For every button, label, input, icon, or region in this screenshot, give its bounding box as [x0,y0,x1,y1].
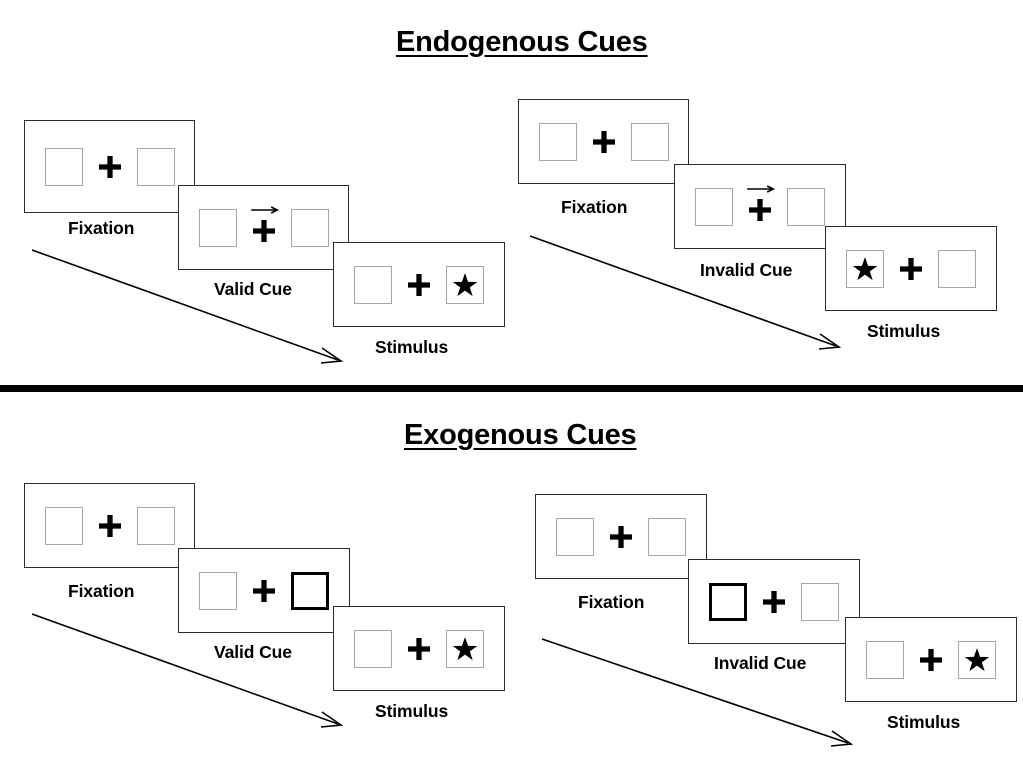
frame-exogenous-valid-stimulus [333,606,505,691]
star-icon [452,272,478,296]
frame-exogenous-invalid-stimulus [845,617,1017,702]
placeholder-box-right [787,187,825,226]
section-divider [0,385,1023,392]
frame-exogenous-valid-fixation [24,483,195,568]
caption-exogenous-invalid-fixation: Fixation [578,592,645,612]
star-icon [964,647,990,671]
caption-endogenous-valid-cue: Valid Cue [214,279,292,299]
frame-content [689,560,859,643]
fixation-cross-wrap [392,626,446,672]
placeholder-box-right [290,208,329,247]
caption-endogenous-invalid-fixation: Fixation [561,197,628,217]
frame-content [846,618,1016,701]
fixation-cross-wrap [733,184,787,230]
fixation-cross-icon [408,637,430,660]
placeholder-box-right-cued [291,571,329,610]
caption-endogenous-valid-fixation: Fixation [68,218,135,238]
frame-content [675,165,845,248]
arrow-right-cue-icon [250,205,279,214]
fixation-cross-icon [900,257,922,280]
frame-content [179,549,349,632]
caption-exogenous-valid-cue: Valid Cue [214,642,292,662]
section-title-exogenous: Exogenous Cues [404,419,637,451]
placeholder-box-left [556,517,594,556]
caption-exogenous-invalid-cue: Invalid Cue [714,653,807,673]
frame-content [334,243,504,326]
placeholder-box-left [354,629,392,668]
caption-endogenous-invalid-stimulus: Stimulus [867,321,941,341]
frame-content [179,186,348,269]
fixation-cross-icon [592,130,615,153]
arrow-right-cue-icon [747,184,775,193]
fixation-cross-icon [408,273,430,296]
fixation-cross-icon [763,590,785,613]
fixation-cross-wrap [747,579,801,625]
fixation-cross-icon [610,525,632,548]
star-icon [852,256,878,280]
frame-content [519,100,688,183]
fixation-cross-wrap [83,503,137,549]
frame-content [536,495,706,578]
frame-content [25,484,194,567]
placeholder-box-right [938,249,976,288]
placeholder-box-left [866,640,904,679]
placeholder-box-left-cued [709,582,747,621]
placeholder-box-right [801,582,839,621]
placeholder-box-left [44,147,83,186]
frame-endogenous-valid-stimulus [333,242,505,327]
placeholder-box-right [136,506,175,545]
placeholder-box-left [538,122,577,161]
frame-exogenous-valid-cue [178,548,350,633]
time-progression-arrow-exogenous-valid [31,613,344,728]
fixation-cross-wrap [237,205,291,251]
fixation-cross-wrap [884,246,938,292]
frame-endogenous-valid-fixation [24,120,195,213]
fixation-cross-wrap [392,262,446,308]
fixation-cross-icon [98,155,121,178]
caption-endogenous-invalid-cue: Invalid Cue [700,260,793,280]
placeholder-box-right [958,640,996,679]
caption-exogenous-invalid-stimulus: Stimulus [887,712,961,732]
frame-endogenous-invalid-stimulus [825,226,997,311]
fixation-cross-icon [920,648,942,671]
fixation-cross-wrap [904,637,958,683]
placeholder-box-right [648,517,686,556]
placeholder-box-right [136,147,175,186]
placeholder-box-left [695,187,733,226]
frame-endogenous-valid-cue [178,185,349,270]
time-progression-arrow-endogenous-valid [31,249,344,364]
fixation-cross-wrap [594,514,648,560]
caption-exogenous-valid-stimulus: Stimulus [375,701,449,721]
frame-content [25,121,194,212]
caption-exogenous-valid-fixation: Fixation [68,581,135,601]
star-icon [452,636,478,660]
frame-content [826,227,996,310]
frame-exogenous-invalid-fixation [535,494,707,579]
placeholder-box-left [198,208,237,247]
fixation-cross-icon [98,514,121,537]
fixation-cross-wrap [237,568,291,614]
placeholder-box-left [354,265,392,304]
caption-endogenous-valid-stimulus: Stimulus [375,337,449,357]
time-progression-arrow-exogenous-invalid [541,638,854,747]
frame-endogenous-invalid-fixation [518,99,689,184]
placeholder-box-right [446,265,484,304]
section-title-endogenous: Endogenous Cues [396,26,648,58]
frame-exogenous-invalid-cue [688,559,860,644]
placeholder-box-left [44,506,83,545]
placeholder-box-left [199,571,237,610]
placeholder-box-right [446,629,484,668]
frame-content [334,607,504,690]
fixation-cross-icon [749,199,771,221]
fixation-cross-icon [253,579,275,602]
fixation-cross-wrap [83,144,137,190]
fixation-cross-icon [252,220,275,242]
time-progression-arrow-endogenous-invalid [529,235,842,350]
placeholder-box-right [630,122,669,161]
placeholder-box-left [846,249,884,288]
frame-endogenous-invalid-cue [674,164,846,249]
fixation-cross-wrap [577,119,631,165]
